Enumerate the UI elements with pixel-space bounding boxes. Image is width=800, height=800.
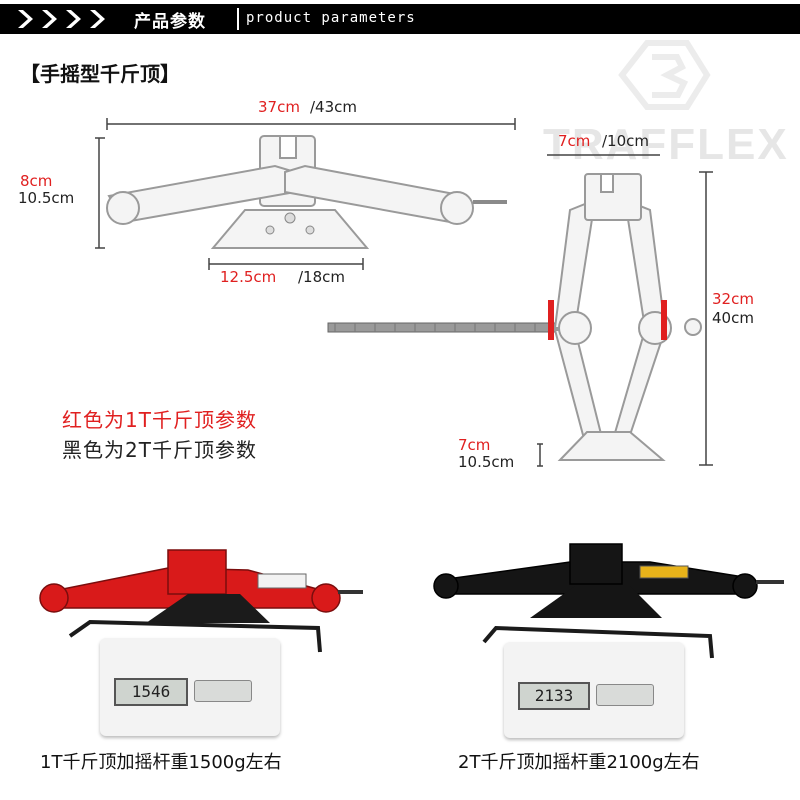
jack-black-illustration xyxy=(433,543,784,659)
brand-logo-icon xyxy=(618,40,711,110)
side-base-black: /18cm xyxy=(298,268,345,286)
header-title-en: product parameters xyxy=(246,10,416,26)
caption-right: 2T千斤顶加摇杆重2100g左右 xyxy=(458,752,700,773)
header-chevrons xyxy=(14,8,108,30)
front-base-red: 7cm xyxy=(458,436,491,454)
front-height-black: 40cm xyxy=(712,309,754,327)
front-view-jack-diagram xyxy=(327,154,713,467)
side-height-black: 10.5cm xyxy=(18,189,75,207)
watermark-brand: TRAFFLEX xyxy=(543,120,789,169)
photo-1t-jack: 1546 xyxy=(8,518,400,788)
chevron-right-icon xyxy=(42,10,57,28)
scale-buttons xyxy=(596,684,654,706)
jack-red-illustration xyxy=(39,549,363,653)
header-separator xyxy=(237,8,239,30)
side-length-black: /43cm xyxy=(310,98,357,116)
chevron-right-icon xyxy=(66,10,81,28)
legend-red-note: 红色为1T千斤顶参数 xyxy=(62,408,257,432)
front-top-red: 7cm xyxy=(558,132,591,150)
side-base-red: 12.5cm xyxy=(220,268,277,286)
photo-2t-jack: 2133 xyxy=(400,518,792,788)
section-title: 【手摇型千斤顶】 xyxy=(20,62,180,86)
front-top-black: /10cm xyxy=(602,132,649,150)
side-view-jack-diagram xyxy=(95,118,516,270)
scale-reading-left: 1546 xyxy=(114,678,188,706)
caption-left: 1T千斤顶加摇杆重1500g左右 xyxy=(40,752,282,773)
front-base-black: 10.5cm xyxy=(458,453,515,471)
front-height-red: 32cm xyxy=(712,290,754,308)
chevron-right-icon xyxy=(90,10,105,28)
header-background xyxy=(0,4,800,34)
side-height-red: 8cm xyxy=(20,172,53,190)
side-length-red: 37cm xyxy=(258,98,300,116)
chevron-right-icon xyxy=(18,10,33,28)
header-bar: 产品参数 product parameters xyxy=(0,0,800,38)
header-title-cn: 产品参数 xyxy=(134,12,206,32)
scale-reading-right: 2133 xyxy=(518,682,590,710)
scale-buttons xyxy=(194,680,252,702)
legend-black-note: 黑色为2T千斤顶参数 xyxy=(62,438,257,462)
